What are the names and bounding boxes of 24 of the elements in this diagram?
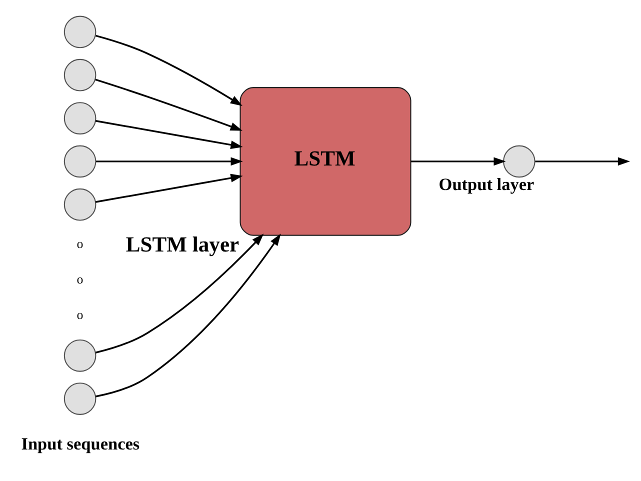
node-circle <box>64 382 96 414</box>
node-circle <box>502 144 536 178</box>
node-circle <box>64 15 96 48</box>
label: o <box>76 306 84 322</box>
node-circle <box>64 102 96 134</box>
arrow <box>95 120 243 149</box>
node-circle <box>64 58 96 91</box>
node-label: Output layer <box>438 174 534 194</box>
arrow <box>95 173 243 202</box>
arrow <box>95 233 264 353</box>
arrow <box>535 156 630 166</box>
node-circle <box>64 144 96 178</box>
label: o <box>76 235 84 250</box>
arrow <box>410 156 506 166</box>
arrow <box>96 34 242 106</box>
label: o <box>76 270 84 286</box>
node-circle <box>64 188 96 220</box>
node-circle <box>64 338 96 372</box>
arrow <box>95 78 242 130</box>
node-box: LSTM <box>240 86 412 236</box>
arrow <box>95 233 281 397</box>
label: Input sequences <box>21 434 140 453</box>
arrow <box>96 156 243 166</box>
node-label: LSTM layer <box>126 232 240 256</box>
